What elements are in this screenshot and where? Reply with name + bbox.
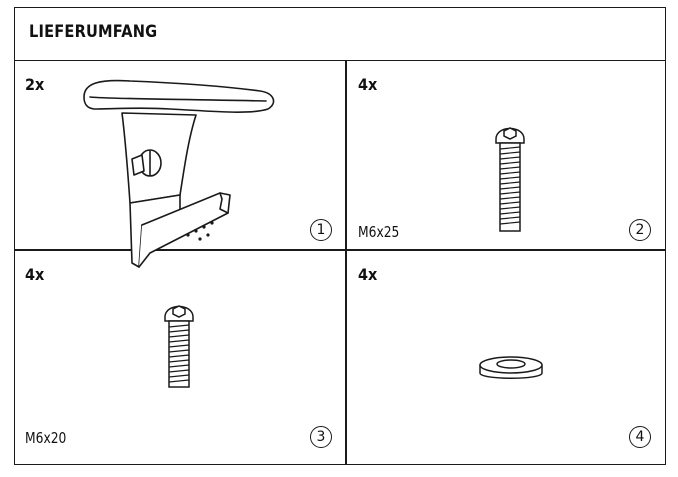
part-cell-1: 2x 1: [15, 61, 345, 268]
long-screw-icon: [495, 127, 525, 232]
part-quantity: 4x: [25, 265, 45, 284]
part-quantity: 4x: [358, 75, 378, 94]
part-size-label: M6x25: [358, 223, 400, 241]
part-cell-2: 4x M6x25 2: [346, 61, 665, 249]
part-number-badge: 2: [629, 219, 651, 241]
washer-icon: [479, 356, 543, 379]
part-cell-3: 4x M6x20 3: [15, 251, 345, 464]
part-cell-4: 4x 4: [346, 251, 665, 464]
parts-list-sheet: LIEFERUMFANG 2x: [14, 7, 666, 465]
armrest-icon: [83, 79, 275, 268]
parts-list-title: LIEFERUMFANG: [29, 22, 158, 42]
part-size-label: M6x20: [25, 429, 67, 447]
short-screw-icon: [164, 305, 194, 388]
grid-divider-vertical: [345, 61, 347, 464]
part-number-badge: 3: [310, 426, 332, 448]
grid-divider-horizontal: [15, 249, 665, 251]
part-quantity: 2x: [25, 75, 45, 94]
part-number-badge: 1: [310, 219, 332, 241]
part-quantity: 4x: [358, 265, 378, 284]
part-number-badge: 4: [629, 426, 651, 448]
parts-list-header: LIEFERUMFANG: [15, 8, 665, 61]
